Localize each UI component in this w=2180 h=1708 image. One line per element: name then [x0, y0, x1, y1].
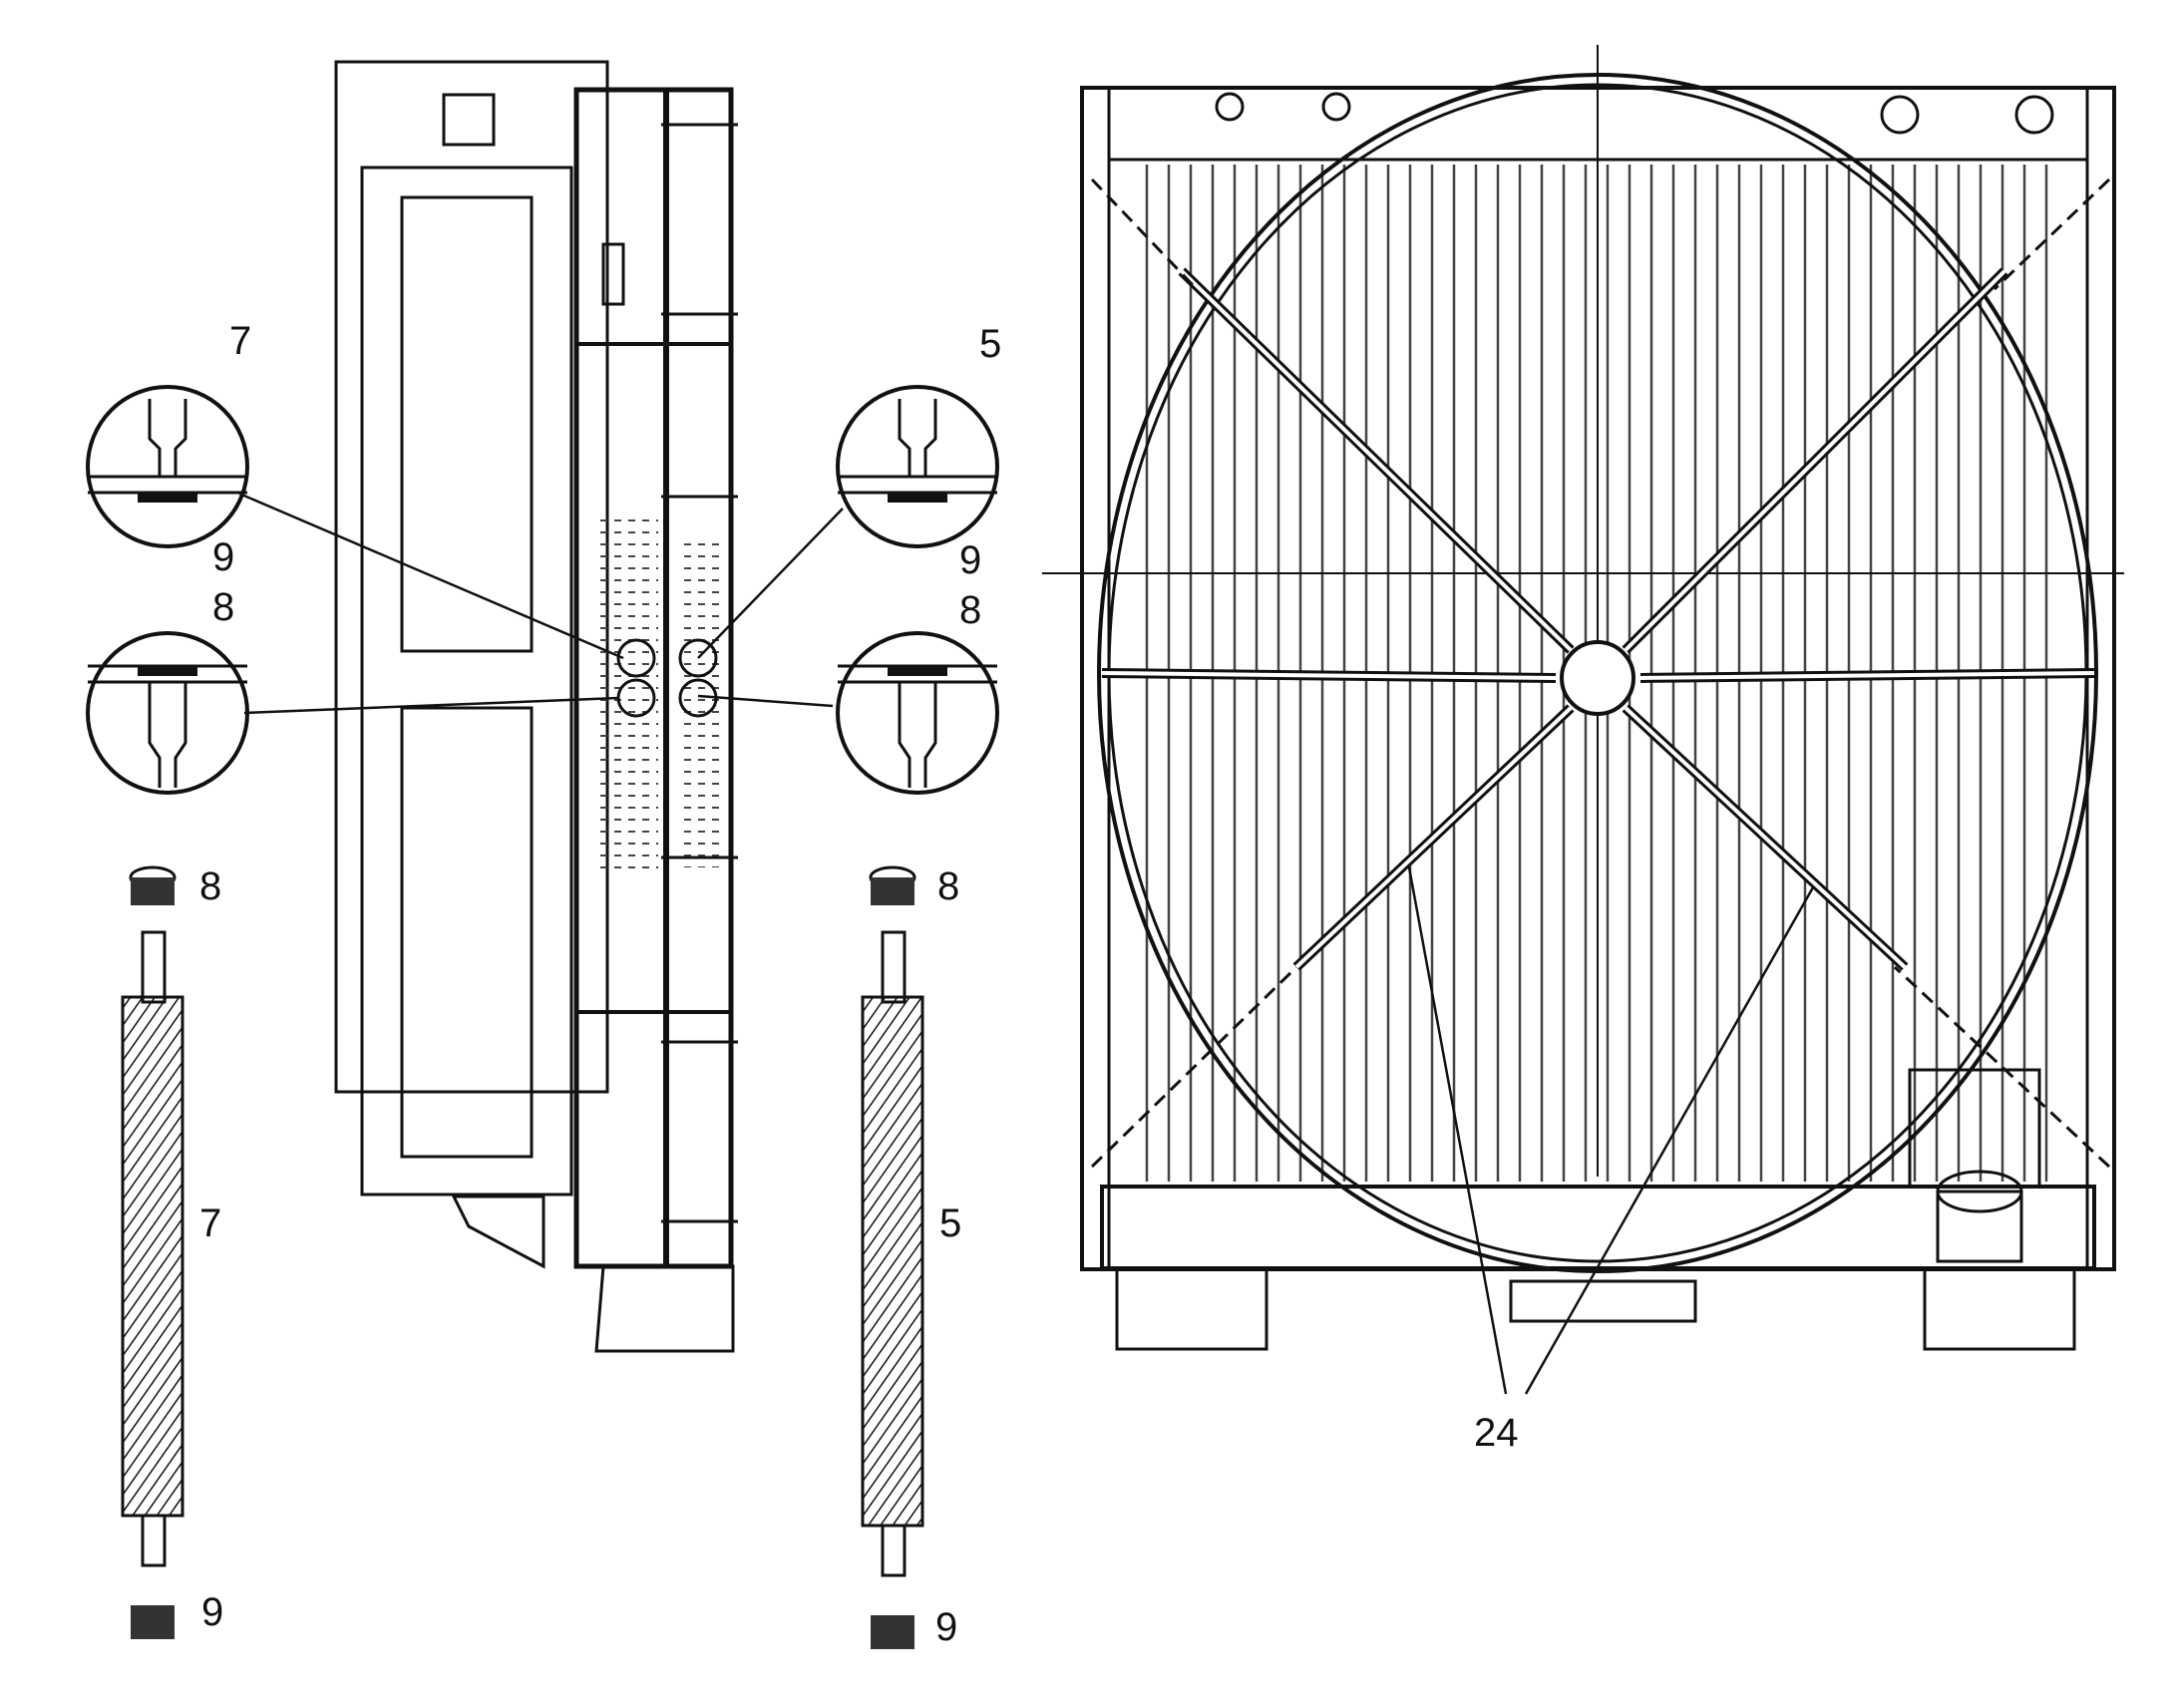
leader-lines-front: [1407, 866, 1815, 1395]
label-left-grommet-top: 8: [199, 864, 221, 908]
fan-hub: [1560, 640, 1635, 716]
label-right-tube: 5: [939, 1201, 961, 1245]
core-fin-texture: [598, 513, 658, 872]
radiator-front-view: [1042, 45, 2124, 1395]
radiator-side-view: [238, 60, 844, 1353]
detail-circle-bottom-right: [836, 631, 999, 795]
label-right-grommet-top: 8: [937, 864, 959, 908]
right-grommet-top: [871, 877, 914, 905]
label-detail-tr-bottom: 9: [959, 538, 981, 582]
top-filler: [442, 93, 496, 147]
label-detail-bl-top: 8: [212, 585, 234, 629]
bottom-tank: [1100, 1185, 2096, 1270]
detail-circle-bottom-left: [86, 631, 249, 795]
side-cover: [360, 166, 573, 1196]
left-finned-tube: [121, 995, 184, 1518]
drain-valve: [1509, 1279, 1697, 1323]
lower-access-panel: [400, 706, 534, 1159]
left-grommet-top: [131, 877, 175, 905]
left-grommet-bottom: [131, 1605, 175, 1639]
rear-panel: [334, 60, 609, 1094]
leader-lines-side: [238, 492, 844, 715]
label-detail-tl-top: 7: [229, 319, 251, 363]
label-detail-tl-bottom: 9: [212, 535, 234, 579]
label-detail-tr-top: 5: [979, 322, 1001, 366]
left-tube-assembly: [121, 865, 184, 1639]
right-finned-tube: [861, 995, 924, 1528]
label-detail-br-top: 8: [959, 588, 981, 632]
label-fan-shroud-struts: 24: [1474, 1411, 1519, 1455]
right-tube-assembly: [861, 865, 924, 1649]
detail-circle-top-left: [86, 385, 249, 548]
bottom-support: [594, 1264, 735, 1353]
upper-access-panel: [400, 195, 534, 653]
right-grommet-bottom: [871, 1615, 914, 1649]
callout-labels: 7 9 8 5 9 8 8 7 9 8 5 9 24: [199, 319, 1519, 1649]
label-left-tube: 7: [199, 1201, 221, 1245]
label-right-grommet-bottom: 9: [935, 1605, 957, 1649]
detail-circle-top-right: [836, 385, 999, 548]
label-left-grommet-bottom: 9: [201, 1590, 223, 1634]
dashed-corner-braces: [1090, 177, 2111, 1169]
